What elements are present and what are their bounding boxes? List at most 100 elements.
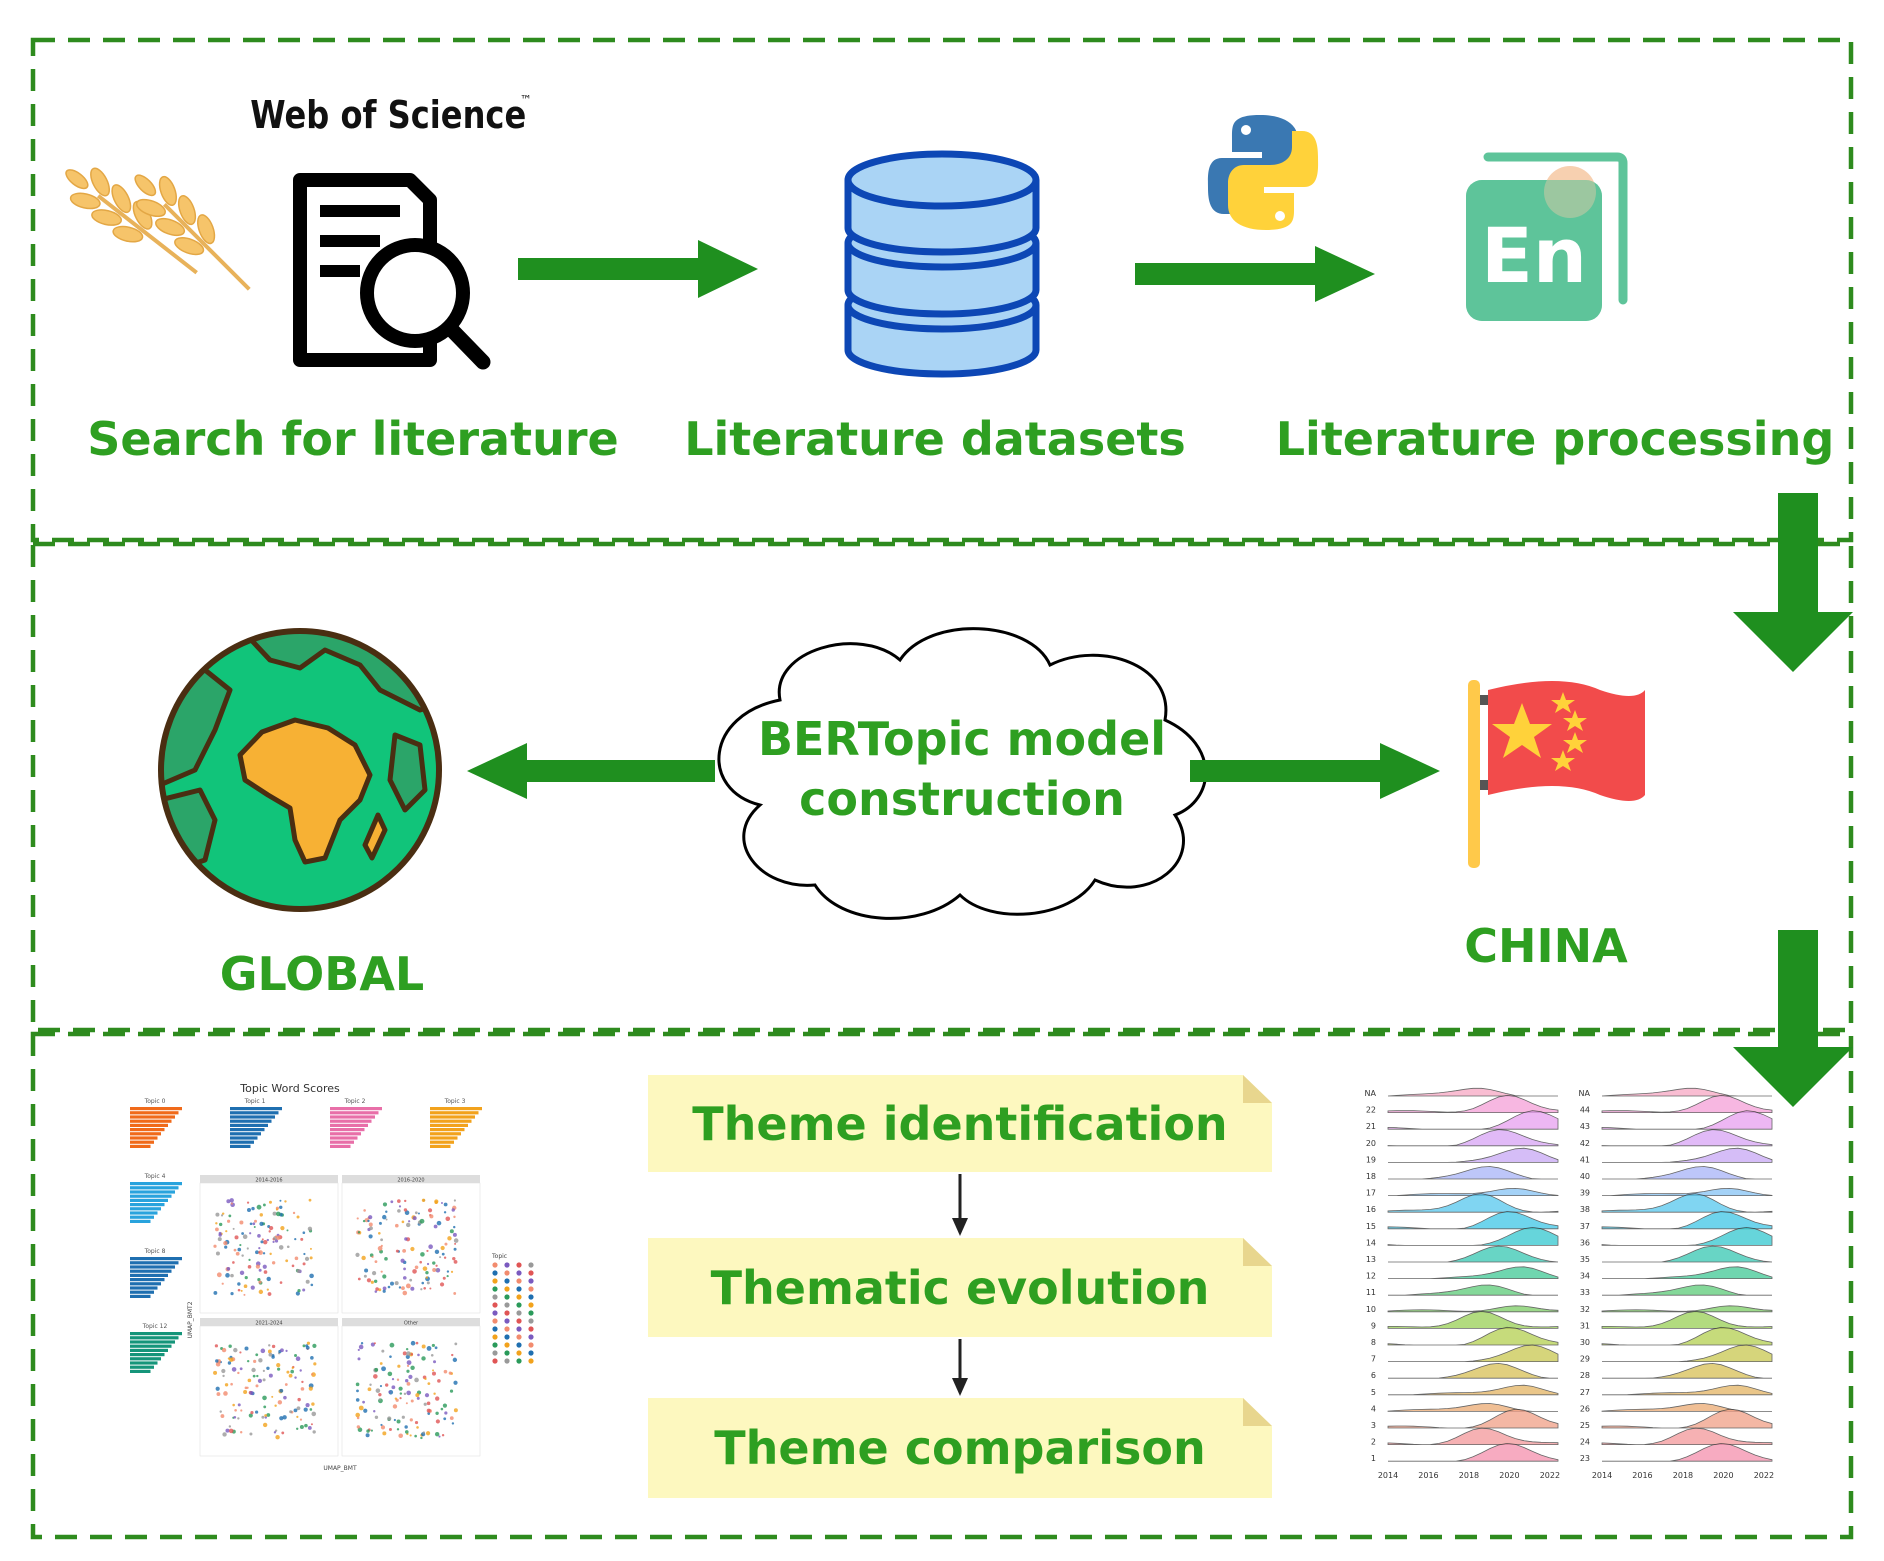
scatter-point <box>291 1264 295 1268</box>
scatter-point <box>237 1288 241 1292</box>
ridge-curve <box>1601 1427 1773 1446</box>
scatter-point <box>232 1227 235 1230</box>
scatter-point <box>414 1211 418 1215</box>
note-connectors <box>952 1174 968 1396</box>
scatter-point <box>313 1362 317 1366</box>
ridge-tick: 4 <box>1371 1404 1376 1413</box>
ridge-curve <box>1387 1094 1559 1113</box>
topic-bar <box>430 1128 465 1132</box>
scatter-point <box>250 1285 255 1290</box>
topic-bar <box>330 1132 361 1136</box>
scatter-point <box>410 1353 414 1356</box>
ridge-curve <box>1387 1087 1558 1097</box>
ridge-curve <box>1602 1147 1773 1163</box>
scatter-point <box>433 1392 436 1395</box>
scatter-point <box>420 1436 423 1440</box>
scatter-point <box>401 1415 405 1419</box>
scatter-point <box>306 1341 311 1345</box>
scatter-point <box>223 1391 228 1396</box>
scatter-point <box>439 1256 442 1259</box>
scatter-point <box>449 1389 454 1393</box>
topic-bar <box>130 1136 158 1140</box>
scatter-point <box>218 1222 223 1227</box>
topic-bar <box>130 1207 161 1211</box>
scatter-point <box>234 1409 237 1412</box>
legend-dot <box>504 1278 510 1284</box>
scatter-point <box>449 1416 454 1421</box>
scatter-point <box>261 1415 265 1419</box>
scatter-point <box>311 1411 317 1417</box>
scatter-point <box>239 1243 242 1247</box>
scatter-point <box>277 1400 283 1405</box>
ridge-tick: 7 <box>1371 1355 1376 1364</box>
scatter-point <box>406 1390 411 1396</box>
scatter-point <box>426 1408 431 1413</box>
legend-dot <box>516 1302 522 1308</box>
legend-dot <box>492 1334 498 1340</box>
scatter-point <box>302 1262 306 1266</box>
scatter-point <box>395 1223 399 1228</box>
scatter-point <box>267 1349 272 1354</box>
topic-panel-title: Topic 2 <box>344 1098 366 1105</box>
topic-panel-title: Topic 12 <box>142 1323 168 1330</box>
scatter-point <box>421 1281 425 1285</box>
scatter-point <box>414 1377 419 1383</box>
scatter-point <box>246 1386 249 1390</box>
topic-bar <box>130 1123 168 1127</box>
scatter-point <box>294 1238 297 1241</box>
scatter-point <box>215 1386 220 1391</box>
ridge-tick: NA <box>1365 1089 1377 1098</box>
ridge-tick: 26 <box>1580 1404 1590 1413</box>
legend-dot <box>516 1318 522 1324</box>
topic-bar <box>430 1115 475 1119</box>
legend-dot <box>528 1342 534 1348</box>
scatter-point <box>403 1392 407 1396</box>
scatter-point <box>451 1353 454 1357</box>
scatter-point <box>257 1278 261 1282</box>
legend-dot <box>516 1310 522 1316</box>
legend-dot <box>516 1270 522 1276</box>
topic-bar <box>330 1119 372 1123</box>
scatter-point <box>269 1252 272 1256</box>
scatter-point <box>406 1369 410 1373</box>
topic-bar <box>130 1198 168 1202</box>
legend-dot <box>492 1270 498 1276</box>
ridge-tick: 9 <box>1371 1321 1376 1330</box>
scatter-point <box>256 1374 259 1378</box>
scatter-point <box>378 1231 381 1235</box>
scatter-point <box>453 1259 458 1264</box>
scatter-point <box>230 1202 233 1205</box>
ridge-curve <box>1602 1344 1773 1362</box>
ridge-tick: 44 <box>1580 1106 1590 1115</box>
scatter-point <box>450 1270 454 1273</box>
scatter-point <box>355 1252 360 1257</box>
ridge-tick: 30 <box>1580 1338 1590 1347</box>
scatter-point <box>416 1426 419 1429</box>
legend-dot <box>492 1278 498 1284</box>
scatter-point <box>251 1367 256 1373</box>
scatter-point <box>279 1281 283 1284</box>
scatter-point <box>258 1247 261 1250</box>
ridge-curve <box>1602 1187 1773 1196</box>
ridge-year: 2016 <box>1418 1471 1438 1480</box>
scatter-point <box>304 1256 310 1261</box>
theme-notes: Theme identification Thematic evolution … <box>648 1075 1272 1498</box>
scatter-point <box>230 1292 234 1296</box>
scatter-point <box>297 1397 301 1402</box>
scatter-point <box>395 1249 399 1253</box>
scatter-point <box>222 1374 225 1378</box>
scatter-point <box>286 1370 290 1374</box>
scatter-point <box>405 1402 408 1405</box>
scatter-point <box>229 1357 234 1362</box>
topic-bar <box>130 1190 175 1194</box>
scatter-point <box>237 1403 241 1407</box>
scatter-point <box>377 1245 383 1251</box>
scatter-point <box>406 1351 411 1356</box>
scatter-point <box>398 1286 402 1289</box>
scatter-point <box>396 1419 401 1424</box>
scatter-point <box>255 1264 260 1269</box>
scatter-point <box>356 1217 359 1220</box>
scatter-panel <box>199 1182 339 1314</box>
scatter-point <box>420 1288 423 1291</box>
scatter-point <box>370 1429 373 1432</box>
